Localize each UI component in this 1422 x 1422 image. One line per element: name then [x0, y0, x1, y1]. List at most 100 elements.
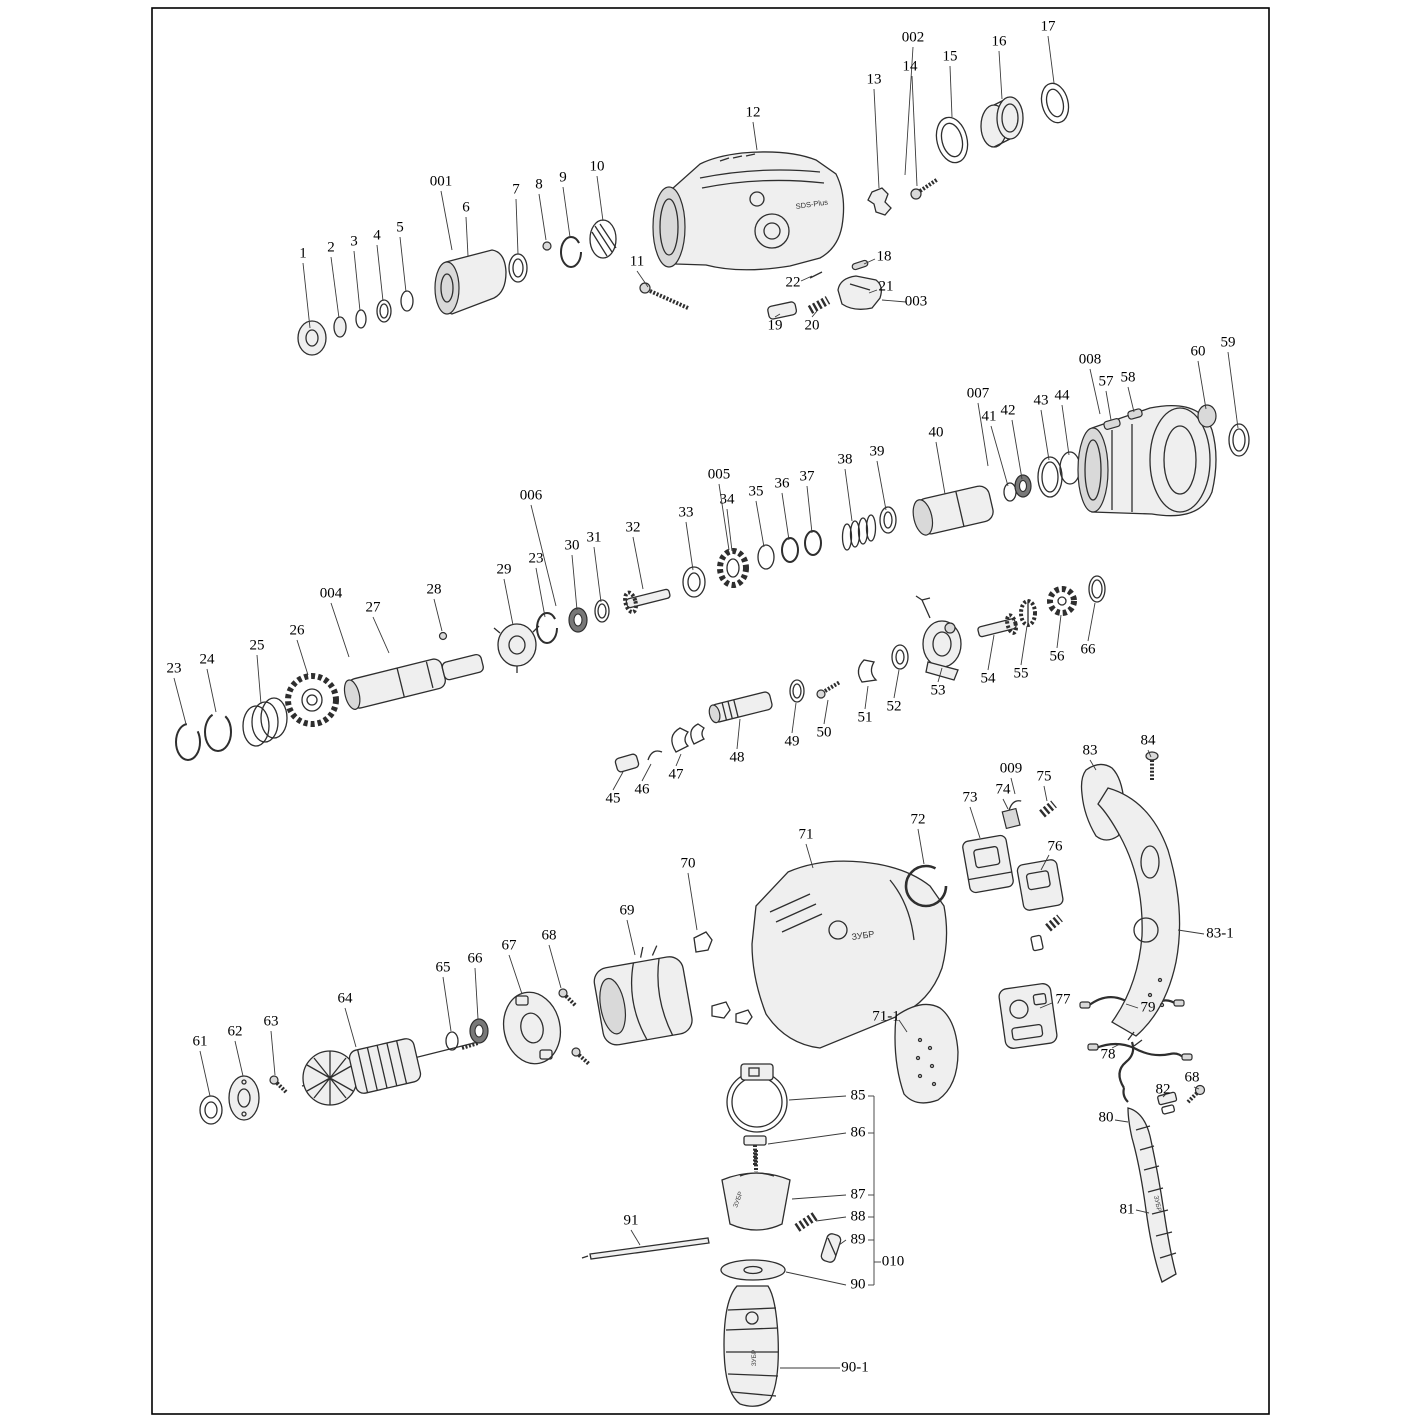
- leader-lines-layer: [173, 35, 1239, 1369]
- leader-line-82: [1162, 1093, 1167, 1098]
- leader-line-23: [173, 677, 187, 725]
- leader-line-2: [330, 256, 340, 319]
- leader-line-42: [1011, 419, 1023, 480]
- leader-line-18: [863, 258, 876, 265]
- part-7-washer: [508, 253, 528, 283]
- leader-line-3: [353, 250, 361, 312]
- leader-line-73: [969, 806, 981, 839]
- leader-line-64: [344, 1007, 357, 1048]
- part-28-pin: [438, 631, 448, 641]
- leader-line-79: [1125, 1003, 1139, 1009]
- part-22-pin: [809, 271, 823, 279]
- part-66-ring-mid: [1088, 575, 1106, 603]
- part-25-spring-rings: [242, 697, 288, 747]
- leader-line-25: [256, 654, 262, 705]
- leader-line-20: [811, 310, 818, 318]
- part-76-brush-holder-2: [1016, 859, 1064, 911]
- leader-line-91: [630, 1229, 641, 1246]
- part-91-depth-rod: [581, 1237, 710, 1260]
- leader-line-22: [800, 275, 813, 282]
- leader-line-008: [1089, 368, 1101, 415]
- part-18-pin: [851, 259, 869, 271]
- leader-line-87: [791, 1194, 847, 1200]
- leader-line-12: [752, 121, 758, 151]
- leader-line-46: [641, 763, 652, 782]
- part-68-screw-lower: [571, 1047, 591, 1066]
- part-73-brush-holder: [962, 834, 1014, 894]
- part-71-motor-housing: ЗУБР: [751, 860, 948, 1049]
- leader-line-21: [868, 289, 878, 294]
- leader-line-009: [1010, 777, 1016, 795]
- leader-line-5: [399, 236, 407, 293]
- part-16-sleeve: [980, 96, 1024, 148]
- leader-line-76: [1040, 854, 1050, 871]
- leader-line-72: [917, 828, 925, 865]
- leader-line-30: [571, 554, 578, 611]
- leader-line-75: [1043, 785, 1048, 802]
- part-74-carbon-brush: [1001, 800, 1022, 830]
- leader-line-89: [838, 1239, 847, 1246]
- leader-line-51: [864, 685, 869, 710]
- leader-line-67: [508, 954, 523, 995]
- leader-line-66: [474, 967, 479, 1020]
- part-10-spring-ring: [589, 219, 617, 259]
- part-45-sleeve: [614, 753, 640, 773]
- leader-line-6: [465, 216, 469, 257]
- leader-line-68: [1193, 1086, 1200, 1090]
- part-24-circlip: [204, 712, 232, 752]
- leader-line-50: [823, 699, 829, 725]
- part-008-hammer-housing: [1077, 404, 1217, 517]
- leader-line-33: [685, 521, 694, 571]
- part-90-1-grip: ЗУБР: [723, 1285, 779, 1407]
- leader-line-55: [1020, 625, 1028, 666]
- leader-line-006: [530, 504, 557, 607]
- part-59-ring: [1228, 423, 1250, 457]
- part-31-ring: [594, 599, 610, 623]
- leader-line-007: [977, 402, 989, 467]
- leader-line-38: [844, 468, 853, 522]
- leader-line-56: [1056, 614, 1062, 649]
- part-55-spline-gear: [1019, 599, 1037, 627]
- leader-line-71-1: [898, 1019, 908, 1033]
- leader-line-69: [626, 919, 636, 956]
- part-62-end-plate: [228, 1075, 260, 1121]
- leader-line-001: [440, 190, 453, 251]
- part-54-gear-shaft: [977, 613, 1018, 638]
- leader-line-90: [785, 1271, 847, 1286]
- leader-line-8: [538, 193, 547, 241]
- part-68-screw-cord: [1186, 1084, 1206, 1104]
- leader-line-86: [767, 1132, 847, 1145]
- part-69-stator: [593, 945, 693, 1046]
- leader-line-9: [562, 186, 571, 238]
- part-11-screw: [639, 282, 689, 310]
- leader-line-10: [596, 175, 604, 222]
- part-12-gear-housing: SDS-Plus: [652, 151, 845, 271]
- brand-text-grip: ЗУБР: [751, 1350, 758, 1367]
- part-13-catch: [867, 187, 892, 216]
- part-33-ring: [682, 566, 706, 598]
- leader-line-68: [548, 944, 562, 989]
- leader-line-60: [1197, 360, 1207, 410]
- leader-line-78: [1111, 1043, 1121, 1049]
- part-84-screw: [1145, 751, 1159, 780]
- leader-line-41: [990, 425, 1009, 487]
- part-65-washer: [445, 1031, 459, 1051]
- part-82-cord-clamp: [1157, 1091, 1178, 1115]
- leader-line-32: [632, 536, 644, 590]
- leader-line-7: [515, 198, 519, 255]
- part-76-clip: [1030, 934, 1044, 952]
- part-60-cap: [1197, 404, 1217, 428]
- leader-line-13: [873, 88, 880, 189]
- leader-line-11: [636, 270, 649, 288]
- part-49-washer: [789, 679, 805, 703]
- leader-line-62: [234, 1040, 244, 1077]
- leader-line-35: [755, 500, 765, 548]
- part-1-cap: [297, 320, 327, 356]
- part-5-ring: [400, 290, 414, 312]
- leader-line-002: [904, 46, 914, 176]
- part-36-circlip: [781, 537, 799, 563]
- part-2-washer: [333, 316, 347, 338]
- part-9-circlip: [560, 236, 582, 268]
- leader-line-29: [503, 578, 514, 626]
